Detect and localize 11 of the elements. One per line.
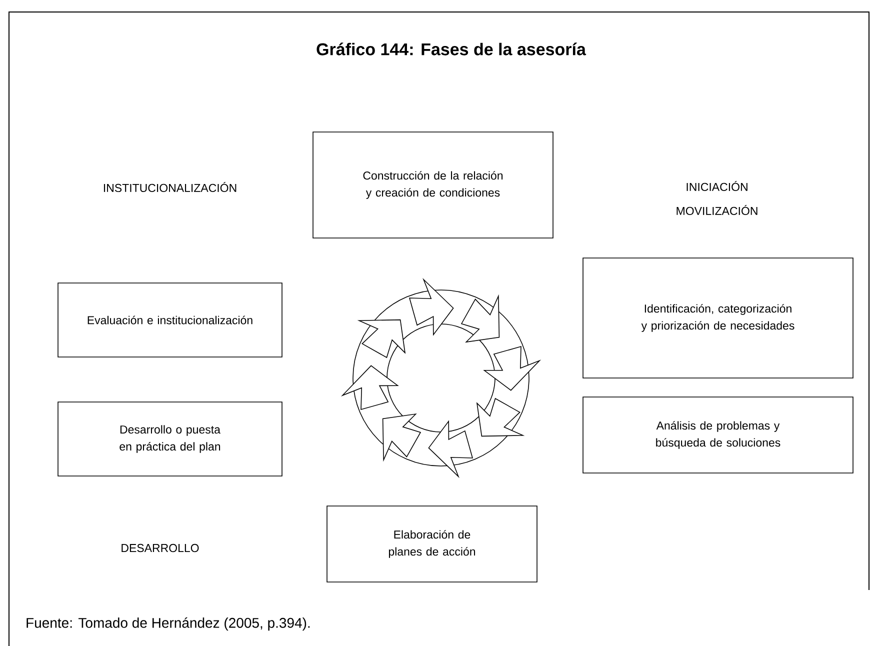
phase-box: Evaluación e institucionalización — [58, 282, 282, 358]
phase-box: Análisis de problemas y búsqueda de soluciones — [582, 396, 854, 474]
phase-box: Identificación, categorización y priorización de necesidades — [582, 258, 854, 378]
stage-label: INICIACIÓN MOVILIZACIÓN — [676, 180, 758, 216]
phase-box: Elaboración de planes de acción — [326, 506, 538, 582]
caption: Fuente: Tomado de Hernández (2005, p.394). — [26, 617, 310, 631]
title: Gráfico 144: Fases de la asesoría — [316, 42, 586, 56]
stage-label: INSTITUCIONALIZACIÓN — [104, 182, 236, 192]
stage-label: DESARROLLO — [122, 544, 199, 552]
phase-box: Construcción de la relación y creación de condiciones — [312, 132, 554, 238]
phase-box: Desarrollo o puesta en práctica del plan — [58, 402, 282, 476]
